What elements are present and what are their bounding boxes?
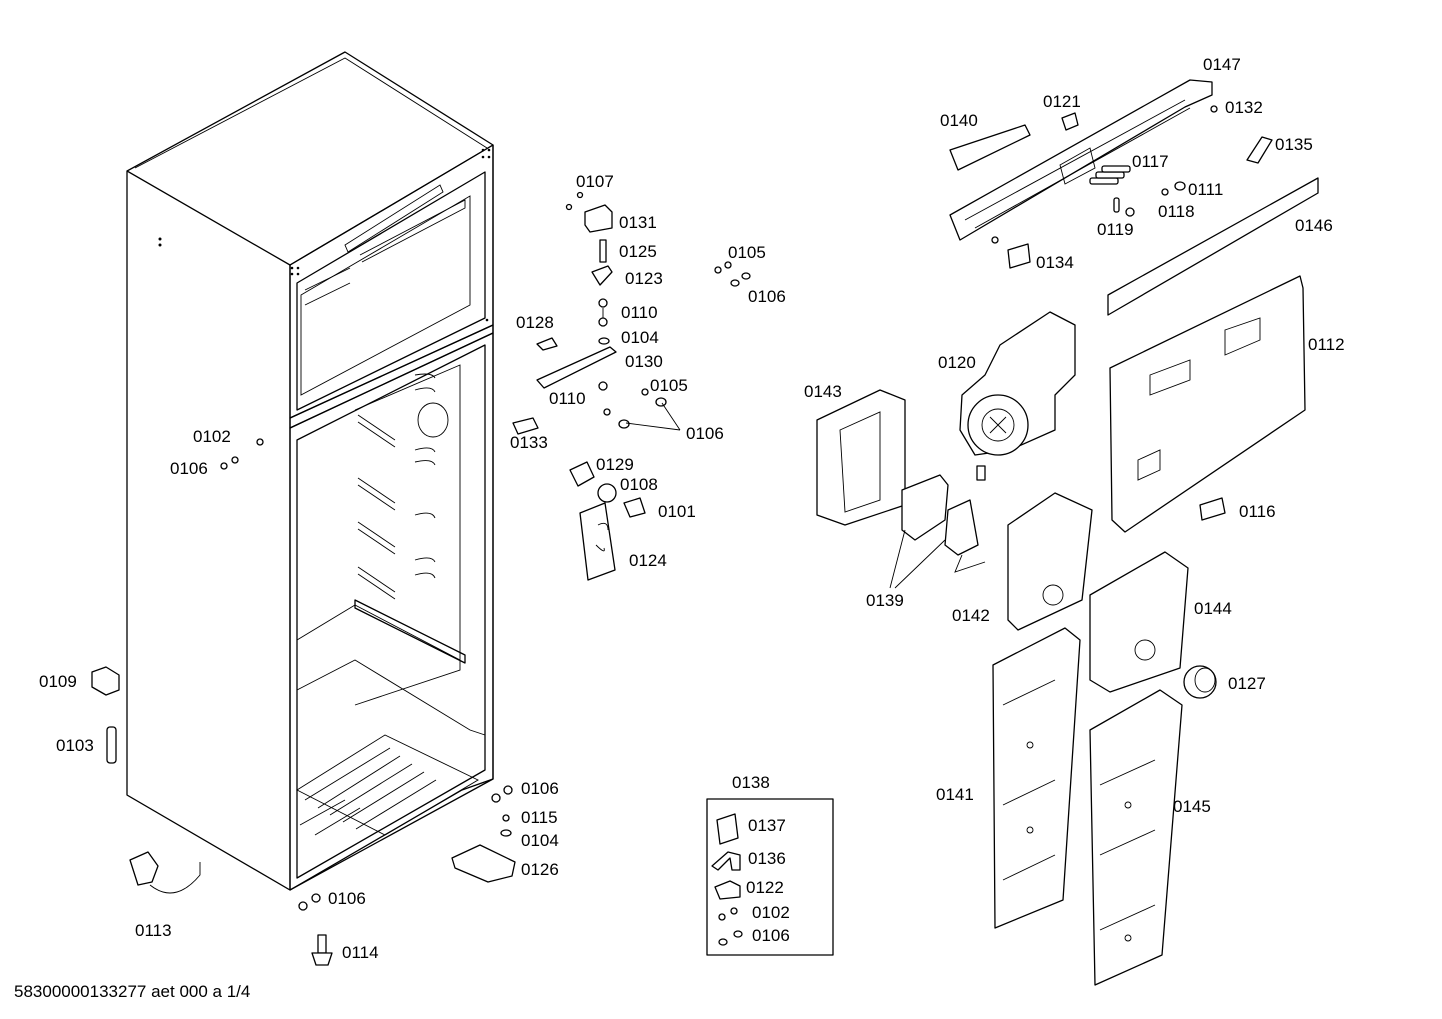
label-0112: 0112 xyxy=(1308,335,1345,354)
control-panel-group xyxy=(949,79,1319,316)
label-0106: 0106 xyxy=(752,926,790,945)
label-0120: 0120 xyxy=(938,353,976,372)
label-0108: 0108 xyxy=(620,475,658,494)
label-0143: 0143 xyxy=(804,382,842,401)
inset-box xyxy=(706,798,834,956)
label-0118: 0118 xyxy=(1158,202,1195,221)
label-0123: 0123 xyxy=(625,269,663,288)
label-0106: 0106 xyxy=(748,287,786,306)
side-hardware-group xyxy=(91,438,516,966)
label-0132: 0132 xyxy=(1225,98,1263,117)
label-0105: 0105 xyxy=(728,243,766,262)
label-0127: 0127 xyxy=(1228,674,1266,693)
label-0130: 0130 xyxy=(625,352,663,371)
label-0106: 0106 xyxy=(521,779,559,798)
label-0106: 0106 xyxy=(328,889,366,908)
label-0104: 0104 xyxy=(621,328,659,347)
label-0129: 0129 xyxy=(596,455,634,474)
label-0113: 0113 xyxy=(135,921,172,940)
label-0142: 0142 xyxy=(952,606,990,625)
label-0141: 0141 xyxy=(936,785,974,804)
label-0119: 0119 xyxy=(1097,220,1134,239)
label-0115: 0115 xyxy=(521,808,558,827)
label-0109: 0109 xyxy=(39,672,77,691)
label-0126: 0126 xyxy=(521,860,559,879)
label-0125: 0125 xyxy=(619,242,657,261)
label-0110: 0110 xyxy=(621,303,658,322)
label-0139: 0139 xyxy=(866,591,904,610)
label-0147: 0147 xyxy=(1203,55,1241,74)
label-0117: 0117 xyxy=(1132,152,1169,171)
label-0146: 0146 xyxy=(1295,216,1333,235)
label-0134: 0134 xyxy=(1036,253,1074,272)
label-0116: 0116 xyxy=(1239,502,1276,521)
label-0145: 0145 xyxy=(1173,797,1211,816)
label-0144: 0144 xyxy=(1194,599,1232,618)
label-0101: 0101 xyxy=(658,502,696,521)
label-0135: 0135 xyxy=(1275,135,1313,154)
part-labels: 0107 0131 0125 0123 0110 0104 0130 0128 … xyxy=(39,55,1345,962)
label-0104: 0104 xyxy=(521,831,559,850)
label-0111: 0111 xyxy=(1188,180,1223,199)
label-0140: 0140 xyxy=(940,111,978,130)
label-0137: 0137 xyxy=(748,816,786,835)
fan-air-duct-group xyxy=(816,311,1217,699)
inset-title: 0138 xyxy=(732,773,770,792)
label-0105: 0105 xyxy=(650,376,688,395)
label-0114: 0114 xyxy=(342,943,379,962)
label-0102: 0102 xyxy=(193,427,231,446)
label-0122: 0122 xyxy=(746,878,784,897)
label-0128: 0128 xyxy=(516,313,554,332)
label-0103: 0103 xyxy=(56,736,94,755)
label-0131: 0131 xyxy=(619,213,657,232)
cabinet xyxy=(126,51,494,891)
label-0107: 0107 xyxy=(576,172,614,191)
hinge-hardware-group xyxy=(512,191,751,581)
label-0121: 0121 xyxy=(1043,92,1081,111)
label-0136: 0136 xyxy=(748,849,786,868)
label-0110: 0110 xyxy=(549,389,586,408)
label-0124: 0124 xyxy=(629,551,667,570)
rear-panel-group xyxy=(992,275,1306,986)
label-0106: 0106 xyxy=(170,459,208,478)
label-0133: 0133 xyxy=(510,433,548,452)
document-id-footer: 58300000133277 aet 000 a 1/4 xyxy=(14,982,251,1001)
label-0102: 0102 xyxy=(752,903,790,922)
label-0106: 0106 xyxy=(686,424,724,443)
